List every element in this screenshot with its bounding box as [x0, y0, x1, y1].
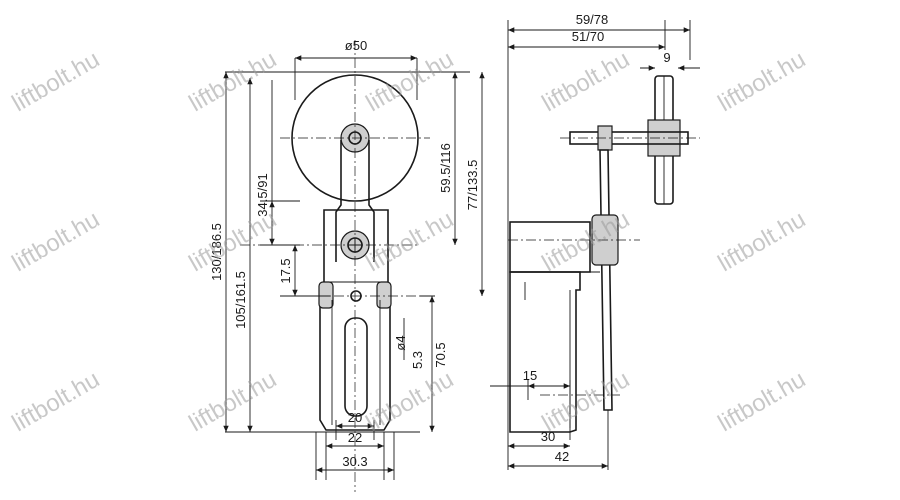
dim-77: 77/133.5: [465, 160, 480, 211]
dim-34-91: 34.5/91: [255, 173, 270, 216]
dim-59-78: 59/78: [576, 12, 609, 27]
dim-20: 20: [348, 410, 362, 425]
watermark: liftbolt.hu: [714, 366, 811, 437]
dim-phi4: ø4: [393, 335, 408, 350]
plunger-slot: [344, 317, 368, 417]
dim-lever-height: 105/161.5: [233, 271, 248, 329]
dim-42: 42: [555, 449, 569, 464]
dim-17-5: 17.5: [278, 258, 293, 283]
watermark: liftbolt.hu: [362, 366, 459, 437]
roller-wheel: [291, 74, 419, 202]
watermark: liftbolt.hu: [8, 46, 105, 117]
watermark: liftbolt.hu: [8, 206, 105, 277]
watermark: liftbolt.hu: [538, 46, 635, 117]
dim-22: 22: [348, 430, 362, 445]
dim-5-3: 5.3: [410, 351, 425, 369]
dim-51-70: 51/70: [572, 29, 605, 44]
watermark: liftbolt.hu: [714, 46, 811, 117]
watermark: liftbolt.hu: [185, 46, 282, 117]
dim-15: 15: [523, 368, 537, 383]
dim-wheel-diameter: ø50: [345, 38, 367, 53]
watermark: liftbolt.hu: [538, 206, 635, 277]
dim-total-height: 130/186.5: [209, 223, 224, 281]
dim-59-5: 59.5/116: [438, 143, 453, 193]
side-lever-plate: [599, 149, 613, 411]
watermark: liftbolt.hu: [185, 206, 282, 277]
watermark: liftbolt.hu: [185, 366, 282, 437]
mounting-slot-right: [376, 281, 392, 309]
dim-9: 9: [663, 50, 670, 65]
mounting-slot-left: [318, 281, 334, 309]
watermark: liftbolt.hu: [538, 366, 635, 437]
dim-30: 30: [541, 429, 555, 444]
lever-arm: [335, 140, 375, 262]
watermark: liftbolt.hu: [362, 206, 459, 277]
dim-30-3: 30.3: [342, 454, 367, 469]
watermark: liftbolt.hu: [8, 366, 105, 437]
dim-70-5: 70.5: [433, 342, 448, 367]
watermark: liftbolt.hu: [714, 206, 811, 277]
front-view: ø50 130/186.5 105/161.5 34.5/91 17.5 59.…: [209, 38, 485, 492]
side-body: [509, 271, 581, 433]
side-view: 59/78 51/70 9 15 30 42: [490, 12, 700, 470]
